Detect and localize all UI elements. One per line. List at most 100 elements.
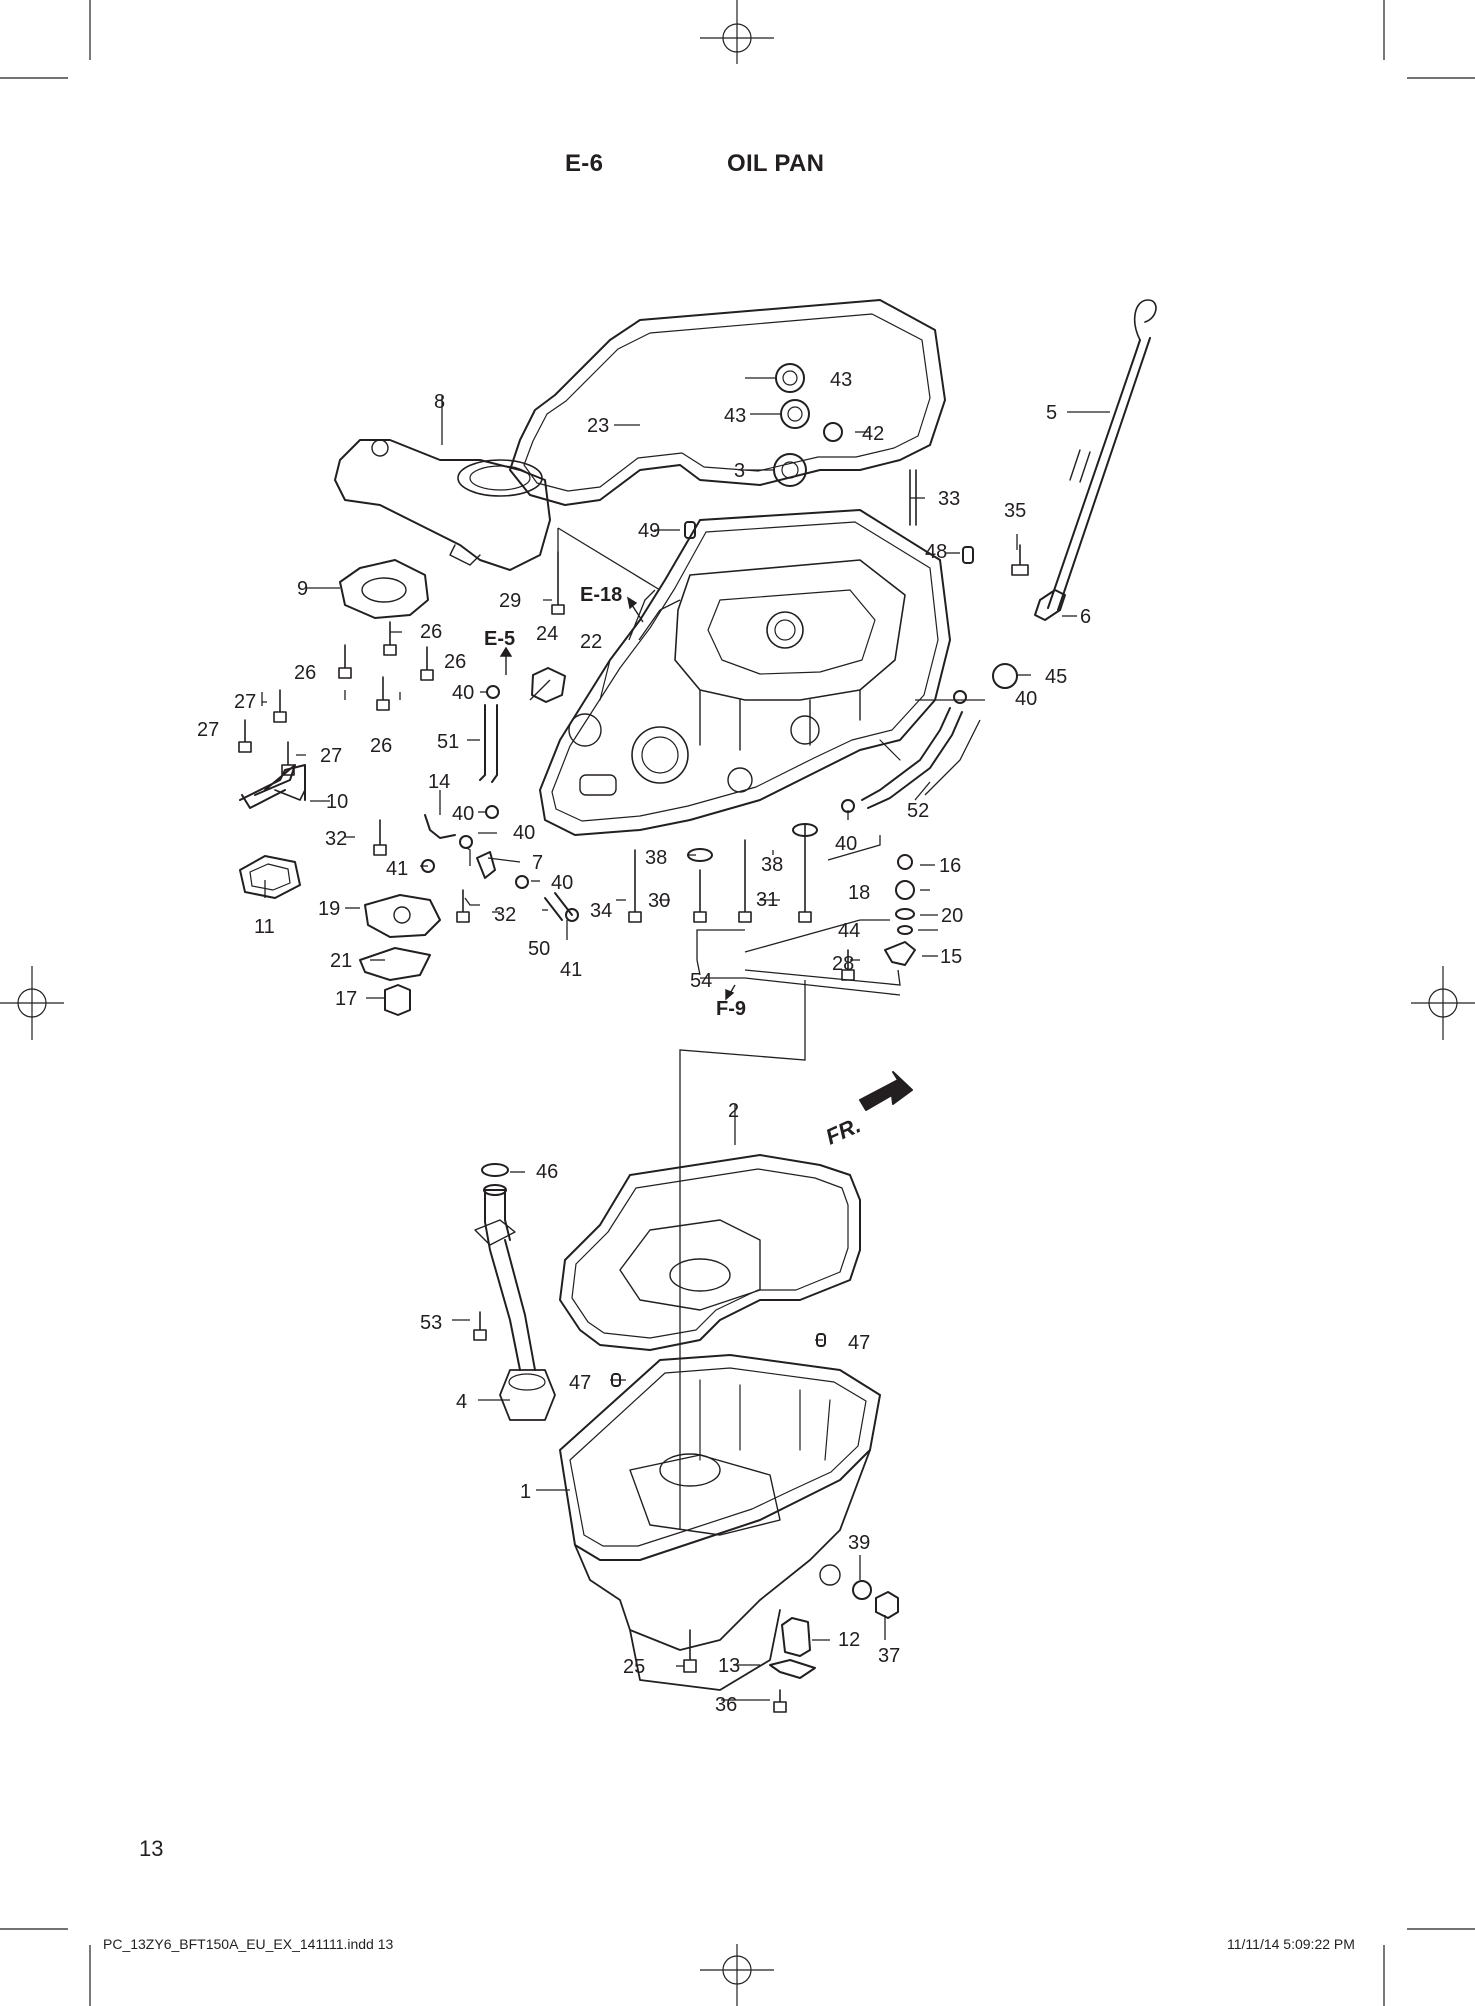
callout-32a: 32 — [325, 828, 347, 850]
clamp-40b — [485, 805, 499, 819]
washer-20 — [895, 908, 915, 920]
ref-e5: E-5 — [484, 628, 515, 650]
slug-timestamp: 11/11/14 5:09:22 PM — [1227, 1936, 1355, 1952]
callout-48: 48 — [925, 541, 947, 563]
gasket-23 — [509, 299, 946, 506]
callout-40d: 40 — [513, 822, 535, 844]
callout-35: 35 — [1004, 500, 1026, 522]
callout-40b: 40 — [1015, 688, 1037, 710]
callout-27a: 27 — [234, 691, 256, 713]
callout-33: 33 — [938, 488, 960, 510]
callout-52: 52 — [907, 800, 929, 822]
callout-53: 53 — [420, 1312, 442, 1334]
callout-46: 46 — [536, 1161, 558, 1183]
callout-20: 20 — [941, 905, 963, 927]
callout-21: 21 — [330, 950, 352, 972]
callout-26c: 26 — [294, 662, 316, 684]
callout-37: 37 — [878, 1645, 900, 1667]
callout-40c: 40 — [452, 803, 474, 825]
callout-13: 13 — [718, 1655, 740, 1677]
seal-43b — [780, 399, 810, 429]
callout-27b: 27 — [197, 719, 219, 741]
callout-43b: 43 — [724, 405, 746, 427]
washer-38b — [792, 823, 818, 837]
callout-41a: 41 — [386, 858, 408, 880]
callout-51: 51 — [437, 731, 459, 753]
callout-11: 11 — [254, 916, 275, 938]
callout-43a: 43 — [830, 369, 852, 391]
callout-24: 24 — [536, 623, 558, 645]
callout-54: 54 — [690, 970, 712, 992]
section-code: E-6 — [565, 150, 604, 177]
callout-16: 16 — [939, 855, 961, 877]
slug-file: PC_13ZY6_BFT150A_EU_EX_141111.indd 13 — [103, 1936, 394, 1952]
callout-26a: 26 — [420, 621, 442, 643]
callout-40e: 40 — [835, 833, 857, 855]
callout-50: 50 — [528, 938, 550, 960]
callout-41b: 41 — [560, 959, 582, 981]
callout-36: 36 — [715, 1694, 737, 1716]
grommet-24 — [531, 667, 566, 703]
callout-23: 23 — [587, 415, 609, 437]
pin-49 — [684, 521, 696, 539]
front-direction-label: FR. — [822, 1112, 865, 1149]
oil-pan-1 — [559, 1354, 881, 1561]
strainer-4 — [484, 1189, 536, 1371]
callout-38a: 38 — [645, 847, 667, 869]
callout-25: 25 — [623, 1656, 645, 1678]
leader-lines — [261, 377, 1110, 1701]
clamp-40e — [459, 835, 473, 849]
valve-18 — [895, 880, 915, 900]
clamp-40f — [515, 875, 529, 889]
callout-18: 18 — [848, 882, 870, 904]
callout-7: 7 — [532, 852, 543, 874]
hose-52 — [861, 707, 963, 809]
o-ring-46 — [481, 1163, 509, 1177]
clamp-40c — [953, 690, 967, 704]
callout-15: 15 — [940, 946, 962, 968]
seal-42 — [823, 422, 843, 442]
callout-14: 14 — [428, 771, 450, 793]
fitting-7 — [476, 851, 496, 879]
washer-44 — [897, 925, 913, 935]
o-ring-21 — [359, 947, 431, 981]
pin-48 — [962, 546, 974, 564]
seal-3 — [773, 453, 807, 487]
clamp-40a — [486, 685, 500, 699]
callout-26b: 26 — [444, 651, 466, 673]
section-title: OIL PAN — [727, 150, 825, 177]
cover-8 — [334, 439, 551, 571]
callout-3: 3 — [734, 460, 745, 482]
callout-47a: 47 — [848, 1332, 870, 1354]
ref-e18: E-18 — [580, 584, 622, 606]
callout-34: 34 — [590, 900, 612, 922]
callout-40f: 40 — [551, 872, 573, 894]
clamp-41b — [565, 908, 579, 922]
plug-37 — [875, 1591, 899, 1619]
hose-51 — [479, 704, 498, 783]
hose-14 — [424, 814, 456, 839]
callout-26d: 26 — [370, 735, 392, 757]
parts-drawing — [238, 299, 1157, 1713]
callout-6: 6 — [1080, 606, 1091, 628]
callout-40a: 40 — [452, 682, 474, 704]
gasket-39 — [852, 1580, 872, 1600]
callout-19: 19 — [318, 898, 340, 920]
callout-labels: 1 2 3 4 5 6 8 9 10 11 12 13 14 15 16 17 … — [197, 369, 1091, 1716]
callout-17: 17 — [335, 988, 357, 1010]
callout-45: 45 — [1045, 666, 1067, 688]
plug-12 — [781, 1617, 811, 1657]
callout-8: 8 — [434, 391, 445, 413]
guide-6 — [1034, 589, 1066, 621]
reference-labels: E-18 E-5 F-9 — [484, 584, 746, 1020]
gasket-11 — [239, 855, 301, 899]
callout-32b: 32 — [494, 904, 516, 926]
seal-43a — [775, 363, 805, 393]
callout-39: 39 — [848, 1532, 870, 1554]
bolts — [238, 469, 1029, 981]
front-arrow — [859, 1071, 913, 1111]
upper-block-outline — [539, 509, 951, 836]
callout-27c: 27 — [320, 745, 342, 767]
callout-30: 30 — [648, 890, 670, 912]
